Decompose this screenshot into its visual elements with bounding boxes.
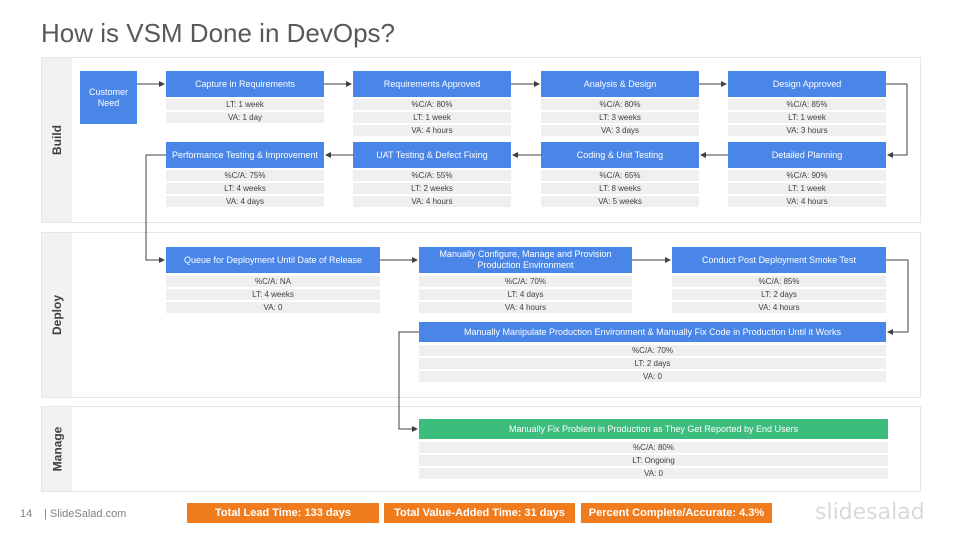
performance-testing-box: Performance Testing & Improvement: [166, 142, 324, 168]
smoke-ca: %C/A: 85%: [672, 276, 886, 287]
design-approved-va: VA: 3 hours: [728, 125, 886, 136]
fix-ca: %C/A: 80%: [419, 442, 888, 453]
smoke-lt: LT: 2 days: [672, 289, 886, 300]
analysis-va: VA: 3 days: [541, 125, 699, 136]
uat-lt: LT: 2 weeks: [353, 183, 511, 194]
queue-deployment-box: Queue for Deployment Until Date of Relea…: [166, 247, 380, 273]
detailed-lt: LT: 1 week: [728, 183, 886, 194]
design-approved-ca: %C/A: 85%: [728, 99, 886, 110]
perf-lt: LT: 4 weeks: [166, 183, 324, 194]
requirements-approved-box: Requirements Approved: [353, 71, 511, 97]
perf-ca: %C/A: 75%: [166, 170, 324, 181]
fix-lt: LT: Ongoing: [419, 455, 888, 466]
queue-lt: LT: 4 weeks: [166, 289, 380, 300]
detailed-planning-box: Detailed Planning: [728, 142, 886, 168]
slide-number: 14: [20, 508, 33, 520]
smoke-test-box: Conduct Post Deployment Smoke Test: [672, 247, 886, 273]
analysis-ca: %C/A: 80%: [541, 99, 699, 110]
coding-unit-testing-box: Coding & Unit Testing: [541, 142, 699, 168]
total-value-added-badge: Total Value-Added Time: 31 days: [384, 503, 575, 523]
perf-va: VA: 4 days: [166, 196, 324, 207]
uat-ca: %C/A: 55%: [353, 170, 511, 181]
percent-complete-badge: Percent Complete/Accurate: 4.3%: [581, 503, 772, 523]
total-lead-time-badge: Total Lead Time: 133 days: [187, 503, 379, 523]
design-approved-lt: LT: 1 week: [728, 112, 886, 123]
coding-ca: %C/A: 65%: [541, 170, 699, 181]
uat-va: VA: 4 hours: [353, 196, 511, 207]
req-approved-lt: LT: 1 week: [353, 112, 511, 123]
slidesalad-logo: slidesalad: [815, 500, 925, 525]
queue-va: VA: 0: [166, 302, 380, 313]
capture-lt: LT: 1 week: [166, 99, 324, 110]
design-approved-box: Design Approved: [728, 71, 886, 97]
manipulate-lt: LT: 2 days: [419, 358, 886, 369]
coding-va: VA: 5 weeks: [541, 196, 699, 207]
manipulate-va: VA: 0: [419, 371, 886, 382]
fix-va: VA: 0: [419, 468, 888, 479]
queue-ca: %C/A: NA: [166, 276, 380, 287]
req-approved-ca: %C/A: 80%: [353, 99, 511, 110]
page-title: How is VSM Done in DevOps?: [41, 18, 396, 48]
smoke-va: VA: 4 hours: [672, 302, 886, 313]
customer-need-box: Customer Need: [80, 71, 137, 124]
coding-lt: LT: 8 weeks: [541, 183, 699, 194]
analysis-design-box: Analysis & Design: [541, 71, 699, 97]
configure-lt: LT: 4 days: [419, 289, 632, 300]
capture-requirements-box: Capture in Requirements: [166, 71, 324, 97]
fix-in-production-box: Manually Fix Problem in Production as Th…: [419, 419, 888, 439]
configure-environment-box: Manually Configure, Manage and Provision…: [419, 247, 632, 273]
req-approved-va: VA: 4 hours: [353, 125, 511, 136]
detailed-ca: %C/A: 90%: [728, 170, 886, 181]
manipulate-ca: %C/A: 70%: [419, 345, 886, 356]
manipulate-environment-box: Manually Manipulate Production Environme…: [419, 322, 886, 342]
configure-va: VA: 4 hours: [419, 302, 632, 313]
footer-brand: | SlideSalad.com: [44, 508, 127, 520]
uat-testing-box: UAT Testing & Defect Fixing: [353, 142, 511, 168]
configure-ca: %C/A: 70%: [419, 276, 632, 287]
detailed-va: VA: 4 hours: [728, 196, 886, 207]
analysis-lt: LT: 3 weeks: [541, 112, 699, 123]
capture-va: VA: 1 day: [166, 112, 324, 123]
